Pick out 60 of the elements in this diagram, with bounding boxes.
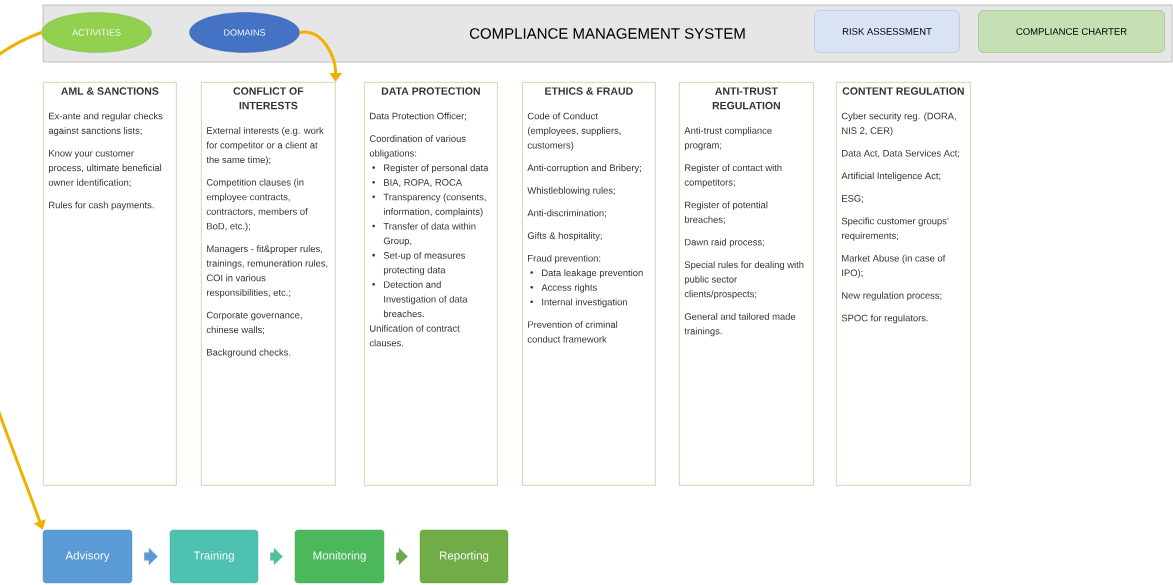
bullet-item: Set-up of measures protecting data	[383, 251, 466, 276]
list-item: Register of contact with competitors;	[684, 164, 782, 188]
list-item: General and tailored made trainings.	[684, 312, 796, 337]
bullet-item: Internal investigation	[542, 298, 627, 308]
bullet-item: Access rights	[541, 283, 597, 293]
list-item: Cyber security reg. (DORA, NIS 2, CER)	[841, 112, 956, 136]
list-item: Unification of contract clauses.	[369, 324, 460, 347]
domain-column	[836, 82, 971, 486]
column-heading: AML & SANCTIONS	[61, 87, 159, 95]
bullet-item: BIA, ROPA, ROCA	[384, 179, 463, 187]
domain-column	[679, 82, 814, 486]
list-item: Dawn raid process;	[685, 238, 764, 248]
bullet-item: Detection and Investigation of data breaches.	[383, 281, 468, 318]
bullet-item: Register of personal data	[384, 164, 489, 173]
list-item: Data Act, Data Services Act;	[842, 149, 960, 158]
list-item: Special rules for dealing with public sector clients/prospects;	[684, 261, 804, 300]
column-heading: DATA PROTECTION	[381, 87, 480, 95]
list-item: External interests (e.g. work for competitor or a client at the same time);	[206, 126, 324, 165]
column-heading: CONTENT REGULATION	[842, 87, 964, 95]
list-item: Anti-corruption and Bribery;	[527, 164, 641, 173]
process-box: Training	[169, 529, 259, 584]
list-item: Corporate governance, chinese walls;	[206, 311, 302, 335]
bullet-item: Transparency (consents, information, complaints)	[383, 193, 486, 217]
domain-column	[43, 82, 177, 486]
process-box: Advisory	[42, 529, 133, 584]
list-item: Managers - fit&proper rules, trainings, remuneration rules, COI in various responsibilities, etc.;	[206, 245, 328, 298]
column-heading: ETHICS & FRAUD	[545, 87, 633, 95]
bullet-item: Data leakage prevention	[542, 269, 643, 278]
process-box: Monitoring	[294, 529, 385, 584]
list-item: Code of Conduct (employees, suppliers, customers)	[527, 112, 621, 151]
list-item: Prevention of criminal conduct framework	[527, 321, 618, 343]
list-item: Market Abuse (in case of IPO);	[842, 254, 946, 278]
document-box: COMPLIANCE CHARTER	[978, 10, 1165, 53]
domain-column	[364, 82, 498, 486]
list-item: Gifts & hospitality;	[527, 232, 602, 241]
list-item: Register of potential breaches;	[684, 201, 768, 224]
list-item: New regulation process;	[842, 291, 942, 301]
list-item: Ex-ante and regular checks against sanctions lists;	[48, 112, 163, 136]
domain-column	[522, 82, 656, 486]
column-heading: CONFLICT OF INTERESTS	[233, 87, 304, 110]
list-item: Background checks.	[207, 348, 291, 358]
list-item: ESG;	[842, 195, 863, 203]
list-item: SPOC for regulators.	[841, 314, 928, 324]
column-heading: ANTI-TRUST REGULATION	[712, 87, 780, 110]
list-item: Fraud prevention:	[528, 254, 601, 264]
domain-column	[201, 82, 336, 486]
list-item: Whistleblowing rules;	[527, 186, 615, 196]
list-item: Data Protection Officer;	[370, 112, 467, 121]
list-item: Anti-discrimination;	[527, 209, 606, 218]
process-box: Reporting	[419, 529, 509, 584]
list-item: Coordination of various obligations:	[369, 135, 466, 159]
document-box: RISK ASSESSMENT	[814, 10, 960, 53]
bullet-item: Transfer of data within Group,	[383, 222, 476, 246]
list-item: Artificial Inteligence Act;	[841, 172, 941, 181]
curved-arrow	[299, 30, 343, 82]
list-item: Anti-trust compliance program;	[684, 126, 772, 151]
list-item: Rules for cash payments.	[49, 201, 154, 211]
list-item: Specific customer groups’ requirements;	[841, 217, 949, 241]
list-item: Know your customer process, ultimate beneficial owner identification;	[48, 150, 162, 187]
list-item: Competition clauses (in employee contracts, contractors, members of BoD, etc.);	[206, 178, 308, 232]
